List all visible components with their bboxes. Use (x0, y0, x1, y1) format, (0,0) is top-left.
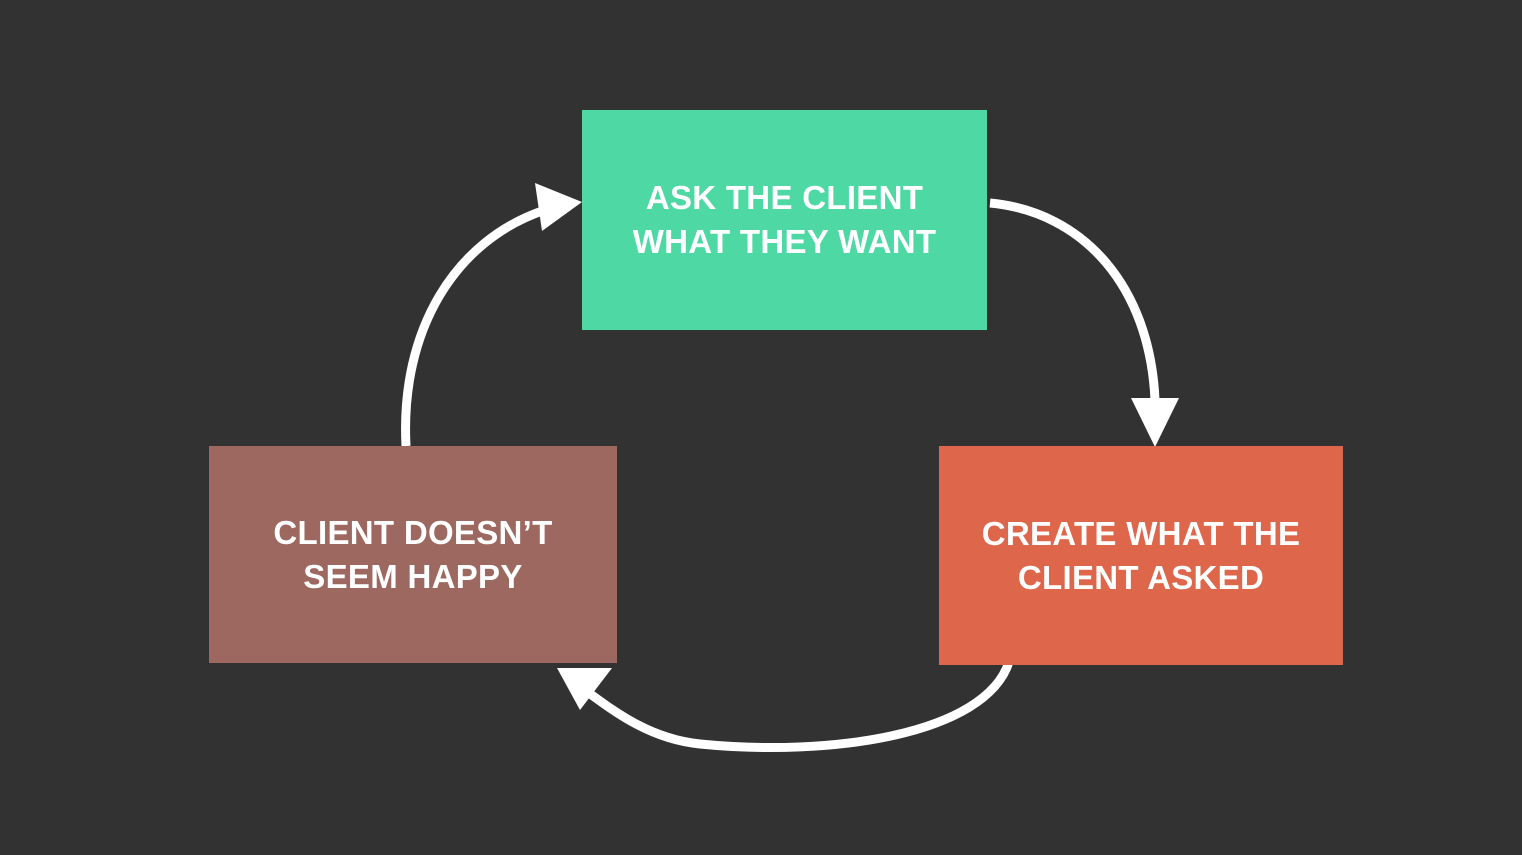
arrow-unhappy-to-ask-path (401, 205, 547, 447)
arrow-unhappy-to-ask-head (535, 183, 582, 231)
node-create-what-the-client-asked-label: CREATE WHAT THE CLIENT ASKED (981, 514, 1301, 596)
node-ask-the-client[interactable]: ASK THE CLIENT WHAT THEY WANT (582, 110, 987, 330)
node-client-doesnt-seem-happy-label: CLIENT DOESN’T SEEM HAPPY (273, 513, 553, 595)
arrow-create-to-unhappy (557, 660, 1014, 752)
arrow-create-to-unhappy-path (582, 660, 1014, 752)
node-ask-the-client-label: ASK THE CLIENT WHAT THEY WANT (632, 179, 937, 260)
node-create-what-the-client-asked[interactable]: CREATE WHAT THE CLIENT ASKED (939, 446, 1343, 665)
arrow-ask-to-create-head (1131, 398, 1179, 447)
arrow-ask-to-create (989, 198, 1179, 447)
arrow-ask-to-create-path (989, 198, 1160, 401)
arrow-unhappy-to-ask (401, 183, 582, 447)
node-client-doesnt-seem-happy[interactable]: CLIENT DOESN’T SEEM HAPPY (209, 446, 617, 663)
arrow-create-to-unhappy-head (557, 668, 612, 710)
